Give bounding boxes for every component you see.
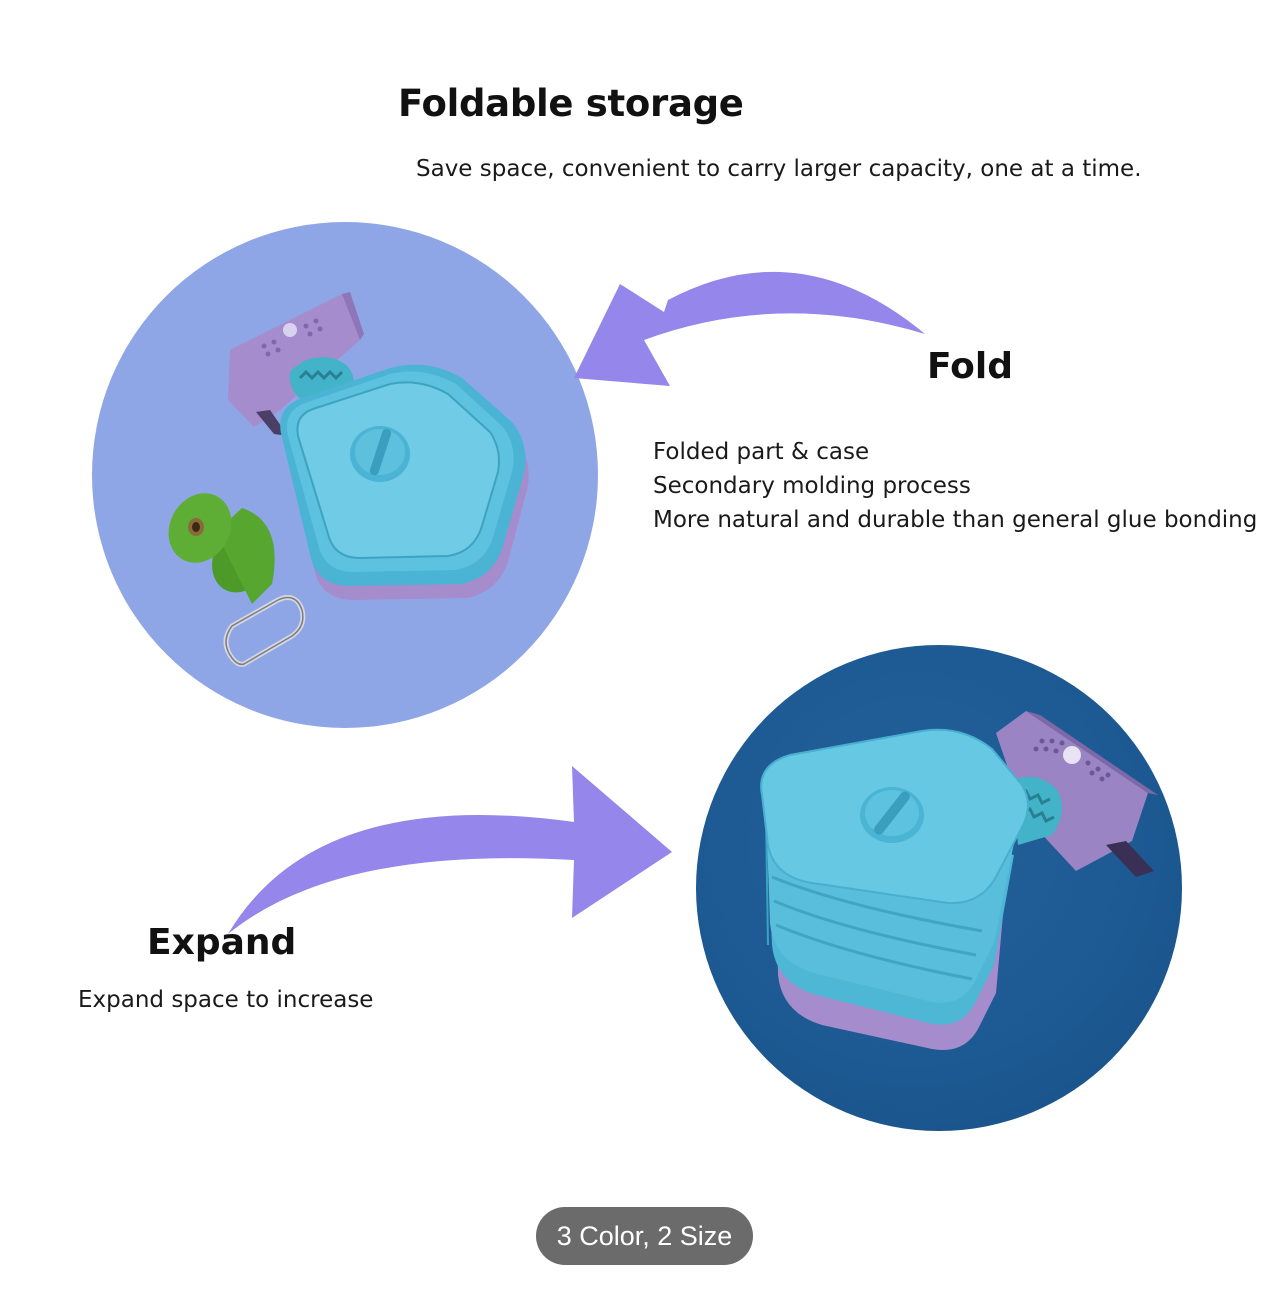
expanded-product-image [696,645,1182,1131]
expand-heading: Expand [147,922,297,963]
expand-description: Expand space to increase [78,987,374,1013]
variant-badge[interactable]: 3 Color, 2 Size [536,1207,753,1265]
fold-heading: Fold [927,346,1013,387]
expanded-dispenser-illustration [760,711,1158,1050]
fold-line: Secondary molding process [653,473,971,499]
folded-product-image [92,222,598,728]
curved-arrow-right-icon [228,766,672,934]
fold-description: Folded part & case Secondary molding pro… [653,435,1257,537]
fold-line: Folded part & case [653,439,870,465]
curved-arrow-left-icon [574,271,925,386]
fold-line: More natural and durable than general gl… [653,507,1258,533]
page-subtitle: Save space, convenient to carry larger c… [416,156,1142,182]
folded-dispenser-illustration [168,292,529,667]
page-title: Foldable storage [398,82,744,125]
